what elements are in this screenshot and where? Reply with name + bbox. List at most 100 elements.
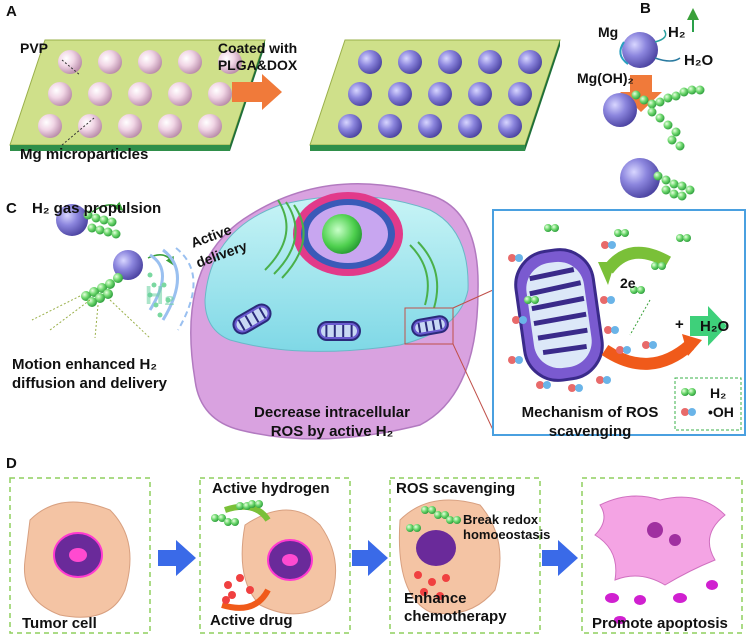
h2-bubble [95, 293, 105, 303]
step-arrow-1 [158, 540, 196, 576]
coated-label-line1: Coated with [217, 40, 298, 56]
h2-bubble-text: H₂ [145, 280, 176, 310]
tumor-cell-1 [23, 501, 131, 618]
decrease-label-line1: Decrease intracellular [254, 404, 410, 421]
h2-molecule [524, 296, 532, 304]
mechanism-label-line1: Mechanism of ROS [521, 404, 659, 421]
oh-radical [508, 356, 516, 364]
pink-microparticle [38, 114, 62, 138]
h2-bubble [663, 120, 673, 130]
pink-microparticle [198, 114, 222, 138]
h2-bubble [677, 191, 687, 201]
coated-microparticle [378, 114, 402, 138]
h2o-arrow [690, 306, 727, 346]
zoom-box [404, 307, 454, 345]
oh-radical [611, 326, 619, 334]
step-arrows [158, 540, 578, 576]
step-arrow-3 [542, 540, 578, 576]
drug-molecule [436, 592, 444, 600]
h2-molecule [531, 296, 539, 304]
mitochondrion [411, 315, 449, 337]
pink-microparticle [128, 82, 152, 106]
pink-microparticle [158, 114, 182, 138]
panel-d-molecules [211, 500, 461, 604]
oh-radical [601, 241, 609, 249]
green-curve-arrowhead [598, 262, 615, 285]
decrease-label-line2: ROS by active H₂ [270, 423, 394, 440]
h2-molecule [676, 234, 684, 242]
h2-molecule [614, 229, 622, 237]
two-e-label: 2e [620, 275, 636, 291]
h2-molecule [231, 518, 239, 526]
coated-microparticle [518, 50, 542, 74]
pink-microparticle [78, 114, 102, 138]
coated-microparticle [358, 50, 382, 74]
pink-microparticle [58, 50, 82, 74]
mg-pointer [61, 117, 95, 146]
h2-bubble [647, 107, 657, 117]
h2-bubble [91, 213, 101, 223]
h2-bubble [631, 90, 641, 100]
legend-oh-icon [681, 408, 689, 416]
h2-bubble [671, 91, 681, 101]
pink-microparticle [208, 82, 232, 106]
h2-dot [165, 297, 171, 303]
drug-molecule [246, 586, 254, 594]
h2-bubble [647, 99, 657, 109]
oh-radical [512, 316, 520, 324]
h2-bubble [687, 85, 697, 95]
oh-radical [600, 296, 608, 304]
h2-molecule [224, 518, 232, 526]
step1-caption: Tumor cell [22, 615, 97, 632]
drug-molecule [442, 574, 450, 582]
mg-microparticles-label: Mg microparticles [20, 146, 149, 163]
panel-a-pink-particles [38, 50, 242, 138]
drug-molecule [420, 588, 428, 596]
step3-caption-bottom-line1: Enhance [404, 590, 467, 607]
h2-molecule [406, 524, 414, 532]
h2-dot [157, 312, 163, 318]
h2-bubble [83, 210, 93, 220]
h2-bubble [667, 135, 677, 145]
h2-molecule [446, 516, 454, 524]
mitochondria-cell [232, 303, 449, 341]
h2-bubble [113, 273, 123, 283]
oh-radical [649, 341, 657, 349]
diffusion-arrows [31, 295, 151, 339]
h2-bubble [661, 175, 671, 185]
h2-bubble [675, 141, 685, 151]
h2-molecule [211, 514, 219, 522]
motion-label-line2: diffusion and delivery [12, 375, 168, 392]
coated-microparticle [418, 114, 442, 138]
drug-molecule [236, 574, 244, 582]
h2-label: H₂ [668, 24, 686, 41]
h2-bubble [639, 95, 649, 105]
step-arrow-2 [352, 540, 388, 576]
h2-bubble [669, 189, 679, 199]
pink-microparticle [48, 82, 72, 106]
electron-path [629, 299, 651, 336]
h2-molecule [421, 506, 429, 514]
h2-bubble [669, 179, 679, 189]
drug-molecule [222, 596, 230, 604]
panel-label-c: C [6, 200, 17, 217]
coated-microparticle [478, 50, 502, 74]
h2-molecule [236, 502, 244, 510]
h2-bubble [655, 113, 665, 123]
step3-caption-bottom-line2: chemotherapy [404, 608, 507, 625]
tumor-cell-3 [398, 499, 501, 615]
panel-label-b: B [640, 0, 651, 17]
legend-oh-label: •OH [708, 404, 734, 420]
coated-microparticle [468, 82, 492, 106]
coated-microparticle [458, 114, 482, 138]
h2-molecule [621, 229, 629, 237]
oh-radical [616, 346, 624, 354]
h2-bubble [107, 217, 117, 227]
h2-bubble [695, 85, 705, 95]
pink-microparticle [218, 50, 242, 74]
h2-bubble [677, 181, 687, 191]
drug-molecule [228, 591, 236, 599]
panel-label-d: D [6, 455, 17, 472]
mechanism-label-line2: scavenging [548, 423, 632, 440]
